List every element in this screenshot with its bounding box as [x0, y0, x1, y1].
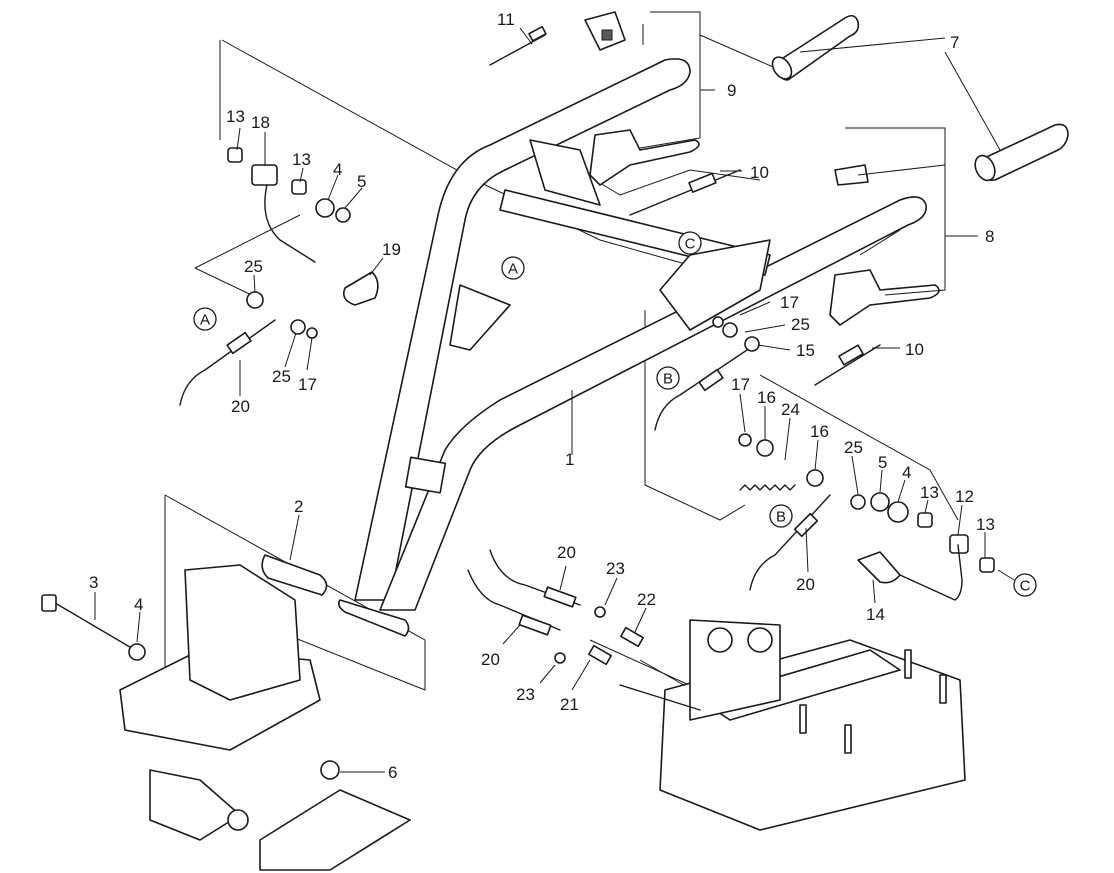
cable-b-lower — [749, 494, 831, 591]
part-number-labels: 1 2 3 4 4 4 5 5 6 7 8 9 10 10 11 12 13 1… — [89, 10, 995, 782]
label-part-5-right: 5 — [878, 453, 887, 472]
label-part-7: 7 — [950, 33, 959, 52]
label-part-13-c: 13 — [920, 483, 939, 502]
connector-set — [467, 549, 644, 666]
grip-lower — [974, 123, 1069, 182]
label-part-4-left: 4 — [333, 160, 342, 179]
label-part-13-b: 13 — [292, 150, 311, 169]
label-part-1: 1 — [565, 450, 574, 469]
label-part-14: 14 — [866, 605, 885, 624]
label-part-25-left-top: 25 — [244, 257, 263, 276]
label-part-5-left: 5 — [357, 172, 366, 191]
label-part-20-upper: 20 — [557, 543, 576, 562]
left-base-mount — [41, 554, 411, 871]
label-part-3: 3 — [89, 573, 98, 592]
svg-text:C: C — [685, 236, 696, 253]
label-part-19: 19 — [382, 240, 401, 259]
cable-adjusters — [489, 25, 881, 386]
right-base-mount — [619, 619, 966, 831]
label-part-25-mid: 25 — [791, 315, 810, 334]
label-part-15: 15 — [796, 341, 815, 360]
lever-lower — [829, 164, 940, 326]
ref-marker-a-left: A — [193, 307, 217, 331]
label-part-4-right: 4 — [902, 463, 911, 482]
svg-text:A: A — [200, 312, 210, 329]
cable-a — [179, 291, 318, 406]
label-part-11: 11 — [497, 10, 515, 29]
ref-marker-b-lower: B — [769, 504, 793, 528]
label-part-10-lower: 10 — [905, 340, 924, 359]
reference-markers: A A B B C C — [193, 231, 1037, 597]
label-part-9: 9 — [727, 81, 736, 100]
label-part-20-lower: 20 — [481, 650, 500, 669]
ref-marker-c-right: C — [1013, 573, 1037, 597]
shift-lever-left — [227, 147, 379, 306]
label-part-12: 12 — [955, 487, 974, 506]
label-part-2: 2 — [294, 497, 303, 516]
leader-lines — [94, 11, 1001, 773]
label-part-4-bottom: 4 — [134, 595, 143, 614]
grip-upper — [771, 14, 860, 81]
label-part-25-left-bottom: 25 — [272, 367, 291, 386]
label-part-13-a: 13 — [226, 107, 245, 126]
label-part-18: 18 — [251, 113, 270, 132]
label-part-13-d: 13 — [976, 515, 995, 534]
cable-b-upper — [654, 316, 760, 431]
label-part-6: 6 — [388, 763, 397, 782]
label-part-16-a: 16 — [757, 388, 776, 407]
lever-upper — [584, 11, 700, 186]
label-part-20-right: 20 — [796, 575, 815, 594]
handle-frame — [338, 58, 927, 637]
svg-text:A: A — [508, 261, 518, 278]
label-part-17-left: 17 — [298, 375, 317, 394]
label-part-25-right: 25 — [844, 438, 863, 457]
label-part-23-upper: 23 — [606, 559, 625, 578]
label-part-24: 24 — [781, 400, 800, 419]
ref-marker-b-mid: B — [656, 366, 680, 390]
label-part-22: 22 — [637, 590, 656, 609]
label-part-16-b: 16 — [810, 422, 829, 441]
svg-text:C: C — [1020, 578, 1031, 595]
label-part-17-mid: 17 — [780, 293, 799, 312]
label-part-8: 8 — [985, 227, 994, 246]
ref-marker-a-mid: A — [501, 256, 525, 280]
ref-marker-c-top: C — [678, 231, 702, 255]
svg-text:B: B — [776, 509, 786, 526]
label-part-23-lower: 23 — [516, 685, 535, 704]
svg-text:B: B — [663, 371, 673, 388]
label-part-21: 21 — [560, 695, 579, 714]
label-part-20-left: 20 — [231, 397, 250, 416]
label-part-10-upper: 10 — [750, 163, 769, 182]
label-part-17-right: 17 — [731, 375, 750, 394]
